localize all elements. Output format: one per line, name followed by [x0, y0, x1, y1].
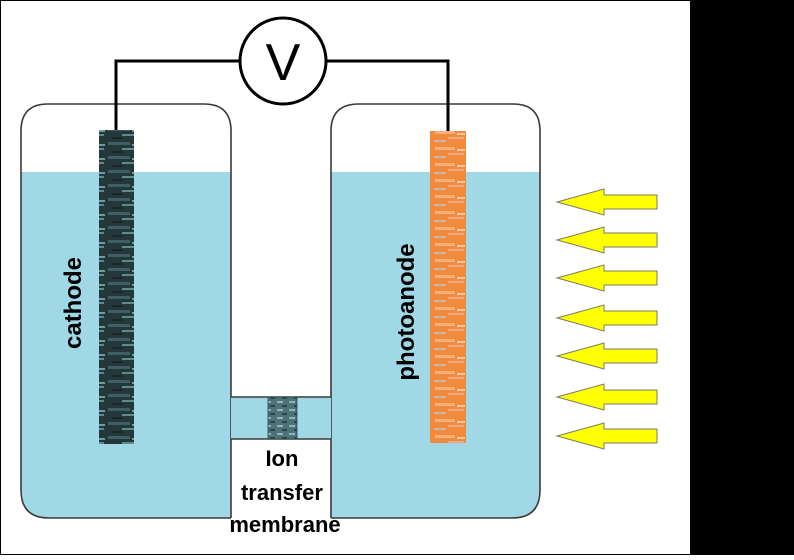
voltmeter-symbol: V: [266, 34, 301, 92]
cell-bridge: [231, 396, 331, 440]
light-arrow: [555, 226, 658, 254]
cathode-electrode: [99, 130, 134, 444]
membrane-label-line-2: transfer: [241, 480, 323, 505]
right-cell-outline: [330, 103, 541, 519]
right-black-panel: [690, 0, 794, 555]
light-arrows: [555, 188, 658, 450]
left-cell-outline: [20, 103, 232, 519]
light-arrow: [555, 422, 658, 450]
cathode-label: cathode: [60, 257, 87, 349]
voltmeter: V: [238, 16, 328, 106]
photoanode-electrode: [430, 131, 466, 443]
external-circuit-wires: [114, 59, 450, 131]
membrane-label: Ion transfer membrane: [229, 446, 340, 537]
voltmeter-circle: [238, 16, 328, 106]
light-arrow: [555, 264, 658, 292]
membrane-label-line-1: Ion: [265, 446, 298, 471]
wire-left: [114, 59, 240, 131]
light-arrow: [555, 188, 658, 216]
membrane-label-line-3: membrane: [229, 512, 340, 537]
wire-right: [326, 59, 450, 131]
light-arrow: [555, 304, 658, 332]
light-arrow: [555, 383, 658, 411]
ion-transfer-membrane: [267, 396, 298, 440]
light-arrow: [555, 342, 658, 370]
photoanode-label: photoanode: [393, 243, 420, 380]
